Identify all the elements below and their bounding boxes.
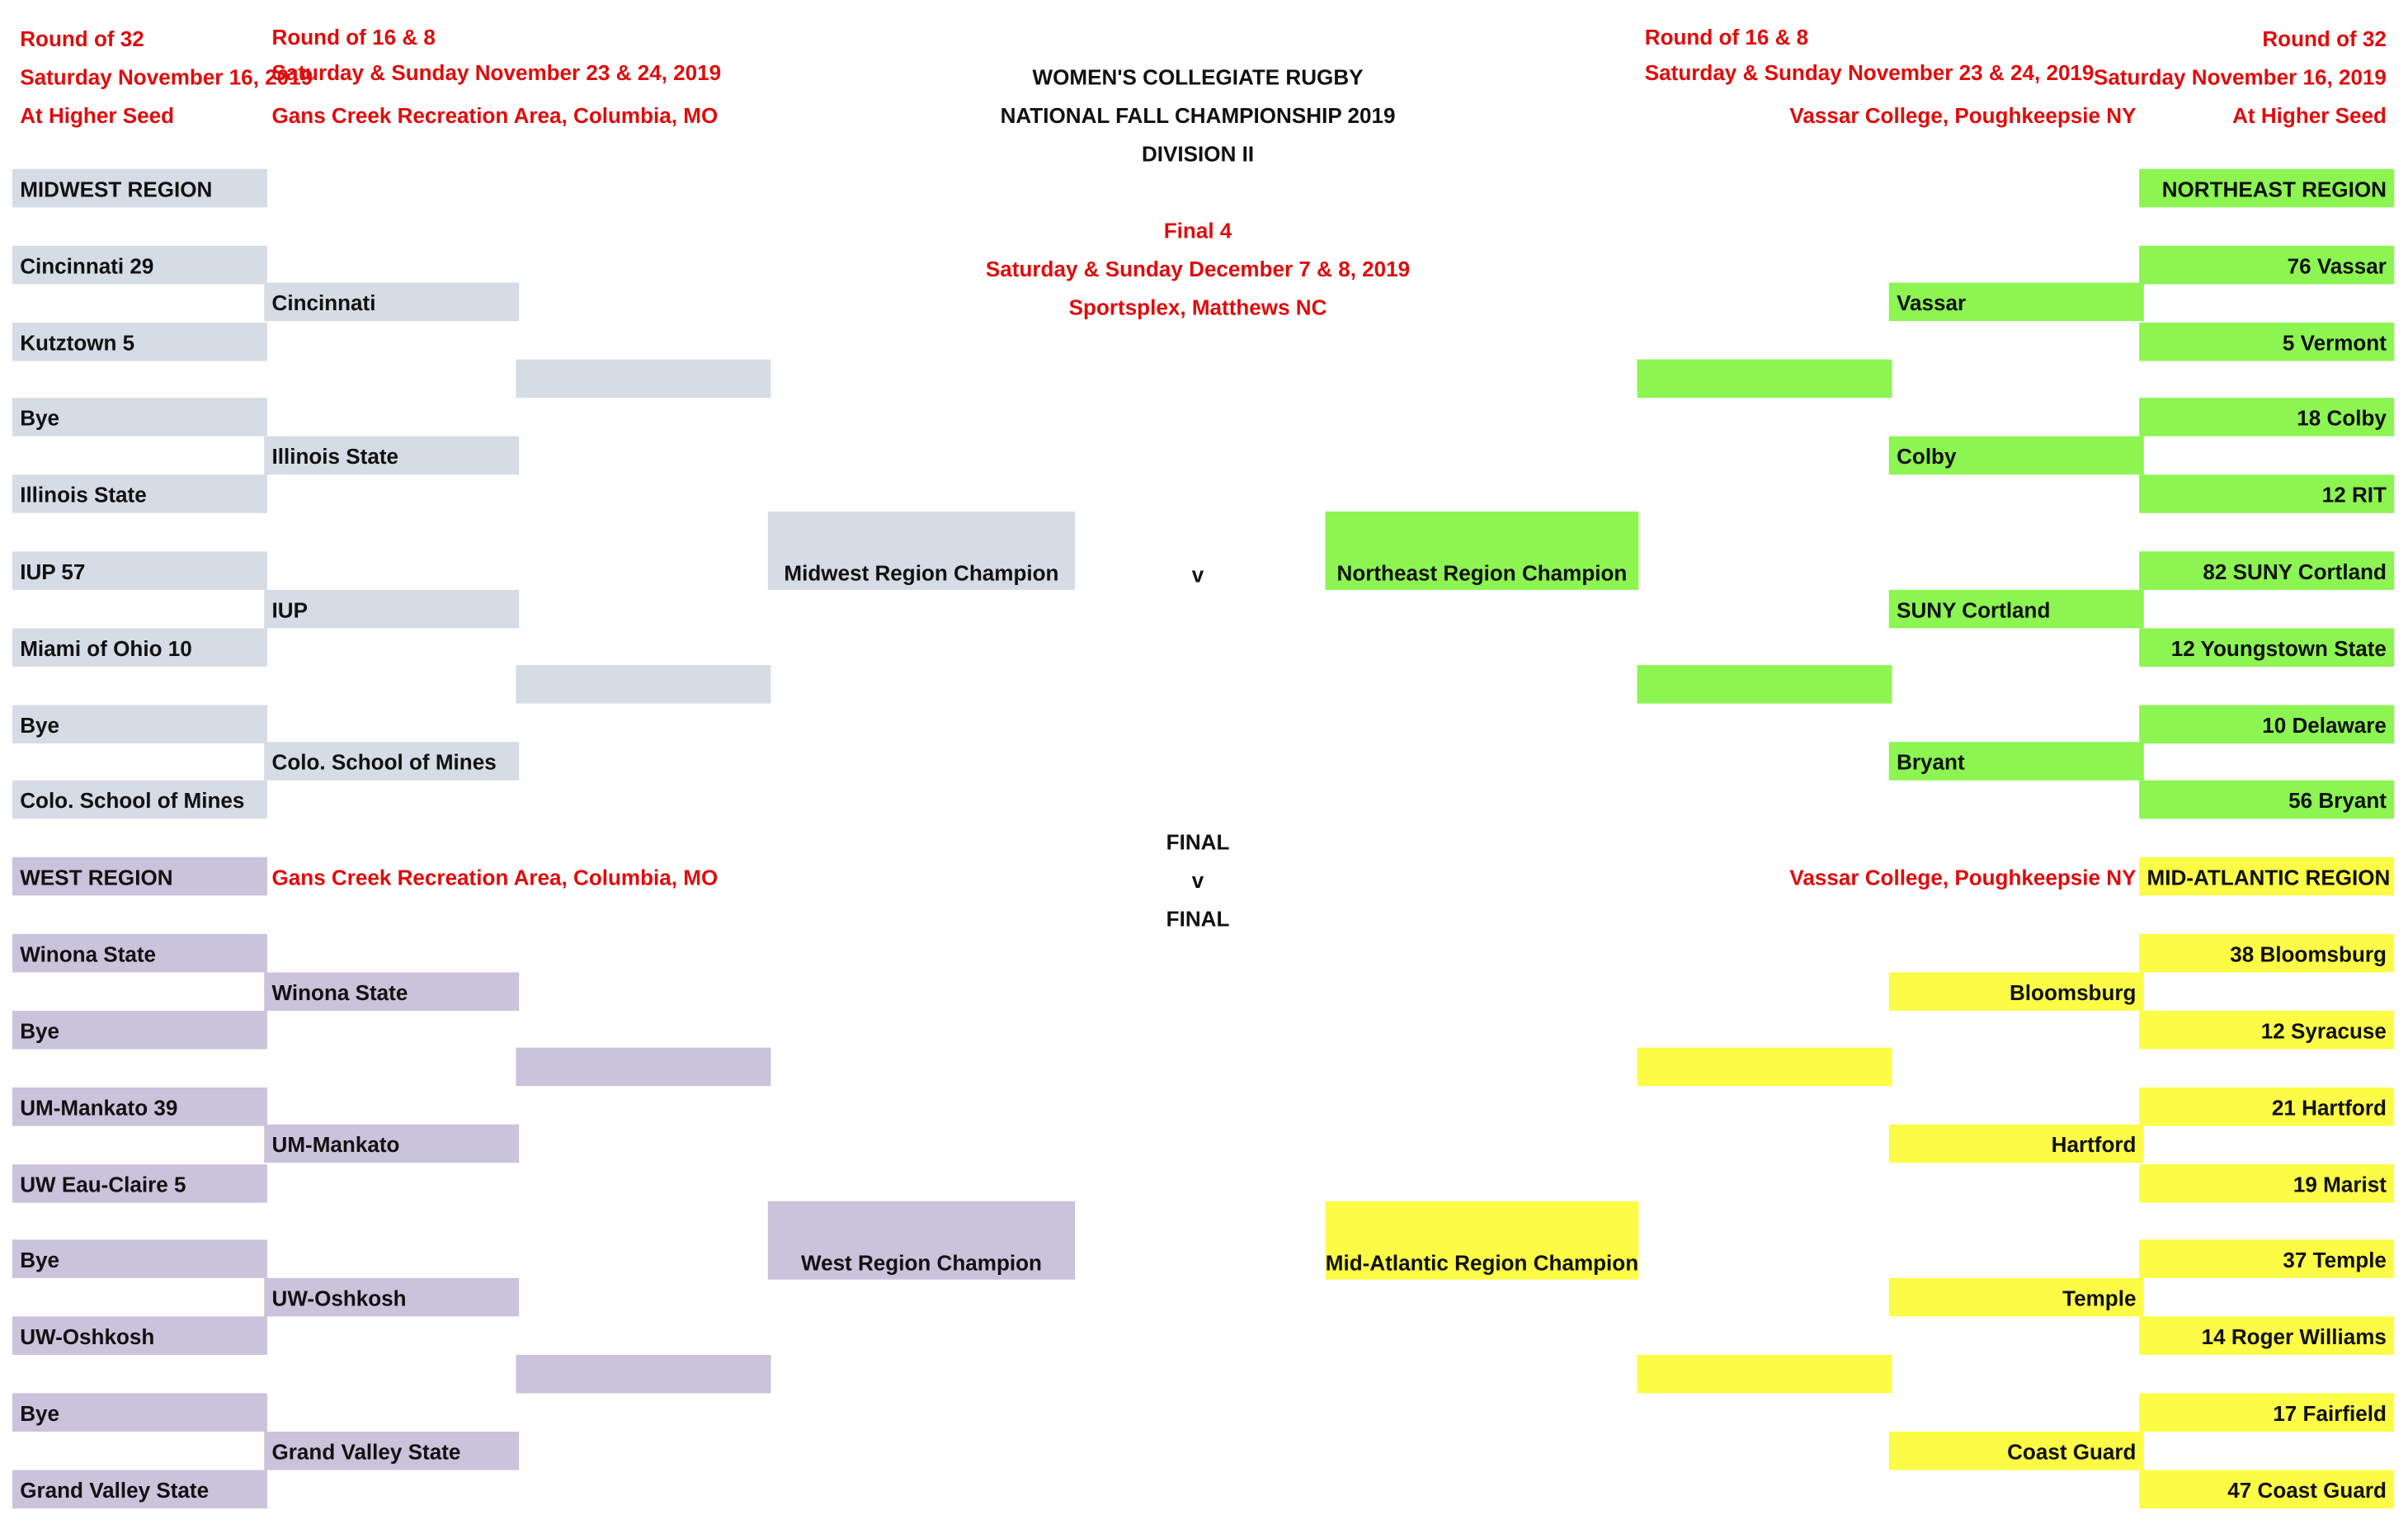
midwest-r32-slot: Colo. School of Mines bbox=[12, 780, 267, 819]
left-r32-date: Saturday November 16, 2019 bbox=[20, 64, 313, 89]
midatlantic-r32-slot: 19 Marist bbox=[2139, 1164, 2395, 1203]
midwest-r32-slot: Miami of Ohio 10 bbox=[12, 628, 267, 667]
northeast-qf-slot bbox=[1637, 359, 1892, 399]
midwest-r32-slot: Illinois State bbox=[12, 474, 267, 513]
west-r32-slot: UW Eau-Claire 5 bbox=[12, 1164, 267, 1203]
midatlantic-r32-slot: 21 Hartford bbox=[2139, 1088, 2395, 1126]
final-versus: v bbox=[1191, 866, 1204, 892]
midatlantic-r32-slot: 14 Roger Williams bbox=[2139, 1316, 2395, 1355]
west-r32-slot: Grand Valley State bbox=[12, 1470, 267, 1509]
midatlantic-r16-slot: Coast Guard bbox=[1888, 1432, 2144, 1470]
west-r16-slot: Grand Valley State bbox=[264, 1432, 520, 1470]
west-venue: Gans Creek Recreation Area, Columbia, MO bbox=[271, 864, 719, 889]
west-r16-slot: UW-Oshkosh bbox=[264, 1277, 520, 1317]
northeast-qf-slot bbox=[1637, 665, 1892, 704]
midatlantic-r32-slot: 37 Temple bbox=[2139, 1239, 2395, 1278]
right-r16-date: Saturday & Sunday November 23 & 24, 2019 bbox=[1644, 59, 2095, 84]
northeast-r16-slot: Colby bbox=[1888, 436, 2144, 475]
right-r32-heading: Round of 32 bbox=[2262, 25, 2387, 50]
left-r16-venue: Gans Creek Recreation Area, Columbia, MO bbox=[271, 101, 719, 127]
midwest-r32-slot: IUP 57 bbox=[12, 551, 267, 590]
northeast-r32-slot: 10 Delaware bbox=[2139, 705, 2395, 744]
northeast-champion: Northeast Region Champion bbox=[1325, 511, 1639, 590]
final4-venue: Sportsplex, Matthews NC bbox=[1068, 294, 1327, 319]
final-label-top: FINAL bbox=[1166, 828, 1230, 854]
west-r32-slot: Bye bbox=[12, 1393, 267, 1432]
midatlantic-r32-slot: 47 Coast Guard bbox=[2139, 1470, 2395, 1509]
left-r16-heading: Round of 16 & 8 bbox=[271, 23, 436, 49]
left-r32-heading: Round of 32 bbox=[20, 25, 144, 50]
midatlantic-r16-slot: Temple bbox=[1888, 1277, 2144, 1317]
midatlantic-r32-slot: 38 Bloomsburg bbox=[2139, 933, 2395, 973]
right-r16-heading: Round of 16 & 8 bbox=[1644, 23, 1809, 49]
west-champion: West Region Champion bbox=[767, 1201, 1076, 1280]
midatlantic-r16-slot: Bloomsburg bbox=[1888, 972, 2144, 1011]
midwest-region-title: MIDWEST REGION bbox=[12, 168, 267, 208]
northeast-r32-slot: 12 Youngstown State bbox=[2139, 628, 2395, 667]
left-r32-venue: At Higher Seed bbox=[20, 101, 175, 127]
midatlantic-venue: Vassar College, Poughkeepsie NY bbox=[1789, 864, 2137, 889]
semifinal-versus: v bbox=[1191, 561, 1204, 587]
midatlantic-r16-slot: Hartford bbox=[1888, 1124, 2144, 1163]
west-qf-slot bbox=[516, 1354, 771, 1394]
midatlantic-champion: Mid-Atlantic Region Champion bbox=[1325, 1201, 1639, 1280]
northeast-r32-slot: 76 Vassar bbox=[2139, 245, 2395, 285]
midwest-r16-slot: Colo. School of Mines bbox=[264, 742, 520, 781]
northeast-r16-slot: Vassar bbox=[1888, 282, 2144, 322]
west-r32-slot: UM-Mankato 39 bbox=[12, 1088, 267, 1126]
midwest-r32-slot: Bye bbox=[12, 398, 267, 437]
final4-date: Saturday & Sunday December 7 & 8, 2019 bbox=[985, 255, 1411, 281]
northeast-r32-slot: 5 Vermont bbox=[2139, 322, 2395, 361]
midwest-r32-slot: Kutztown 5 bbox=[12, 322, 267, 361]
midwest-qf-slot bbox=[516, 665, 771, 704]
midatlantic-qf-slot bbox=[1637, 1354, 1892, 1394]
west-r32-slot: UW-Oshkosh bbox=[12, 1316, 267, 1355]
northeast-r32-slot: 18 Colby bbox=[2139, 398, 2395, 437]
west-r32-slot: Bye bbox=[12, 1239, 267, 1278]
midatlantic-r32-slot: 12 Syracuse bbox=[2139, 1010, 2395, 1050]
west-r32-slot: Bye bbox=[12, 1010, 267, 1050]
title-line-2: NATIONAL FALL CHAMPIONSHIP 2019 bbox=[1000, 101, 1396, 127]
midatlantic-region-title: MID-ATLANTIC REGION bbox=[2139, 857, 2395, 896]
midwest-r16-slot: Cincinnati bbox=[264, 282, 520, 322]
midwest-champion: Midwest Region Champion bbox=[767, 511, 1076, 590]
northeast-r16-slot: Bryant bbox=[1888, 742, 2144, 781]
northeast-r32-slot: 56 Bryant bbox=[2139, 780, 2395, 819]
left-r16-date: Saturday & Sunday November 23 & 24, 2019 bbox=[271, 59, 722, 84]
west-region-title: WEST REGION bbox=[12, 857, 267, 896]
right-r32-date: Saturday November 16, 2019 bbox=[2094, 64, 2387, 89]
right-r16-venue: Vassar College, Poughkeepsie NY bbox=[1789, 101, 2137, 127]
northeast-region-title: NORTHEAST REGION bbox=[2139, 168, 2395, 208]
final-label-bottom: FINAL bbox=[1166, 905, 1230, 931]
midatlantic-r32-slot: 17 Fairfield bbox=[2139, 1393, 2395, 1432]
midwest-qf-slot bbox=[516, 359, 771, 399]
midwest-r32-slot: Cincinnati 29 bbox=[12, 245, 267, 285]
midatlantic-qf-slot bbox=[1637, 1047, 1892, 1087]
midwest-r32-slot: Bye bbox=[12, 705, 267, 744]
title-line-3: DIVISION II bbox=[1141, 140, 1255, 166]
west-r32-slot: Winona State bbox=[12, 933, 267, 973]
northeast-r32-slot: 82 SUNY Cortland bbox=[2139, 551, 2395, 590]
midwest-r16-slot: Illinois State bbox=[264, 436, 520, 475]
west-r16-slot: UM-Mankato bbox=[264, 1124, 520, 1163]
final4-heading: Final 4 bbox=[1163, 217, 1232, 243]
northeast-r16-slot: SUNY Cortland bbox=[1888, 589, 2144, 629]
title-line-1: WOMEN'S COLLEGIATE RUGBY bbox=[1032, 64, 1364, 89]
west-qf-slot bbox=[516, 1047, 771, 1087]
right-r32-venue: At Higher Seed bbox=[2232, 101, 2387, 127]
midwest-r16-slot: IUP bbox=[264, 589, 520, 629]
west-r16-slot: Winona State bbox=[264, 972, 520, 1011]
northeast-r32-slot: 12 RIT bbox=[2139, 474, 2395, 513]
